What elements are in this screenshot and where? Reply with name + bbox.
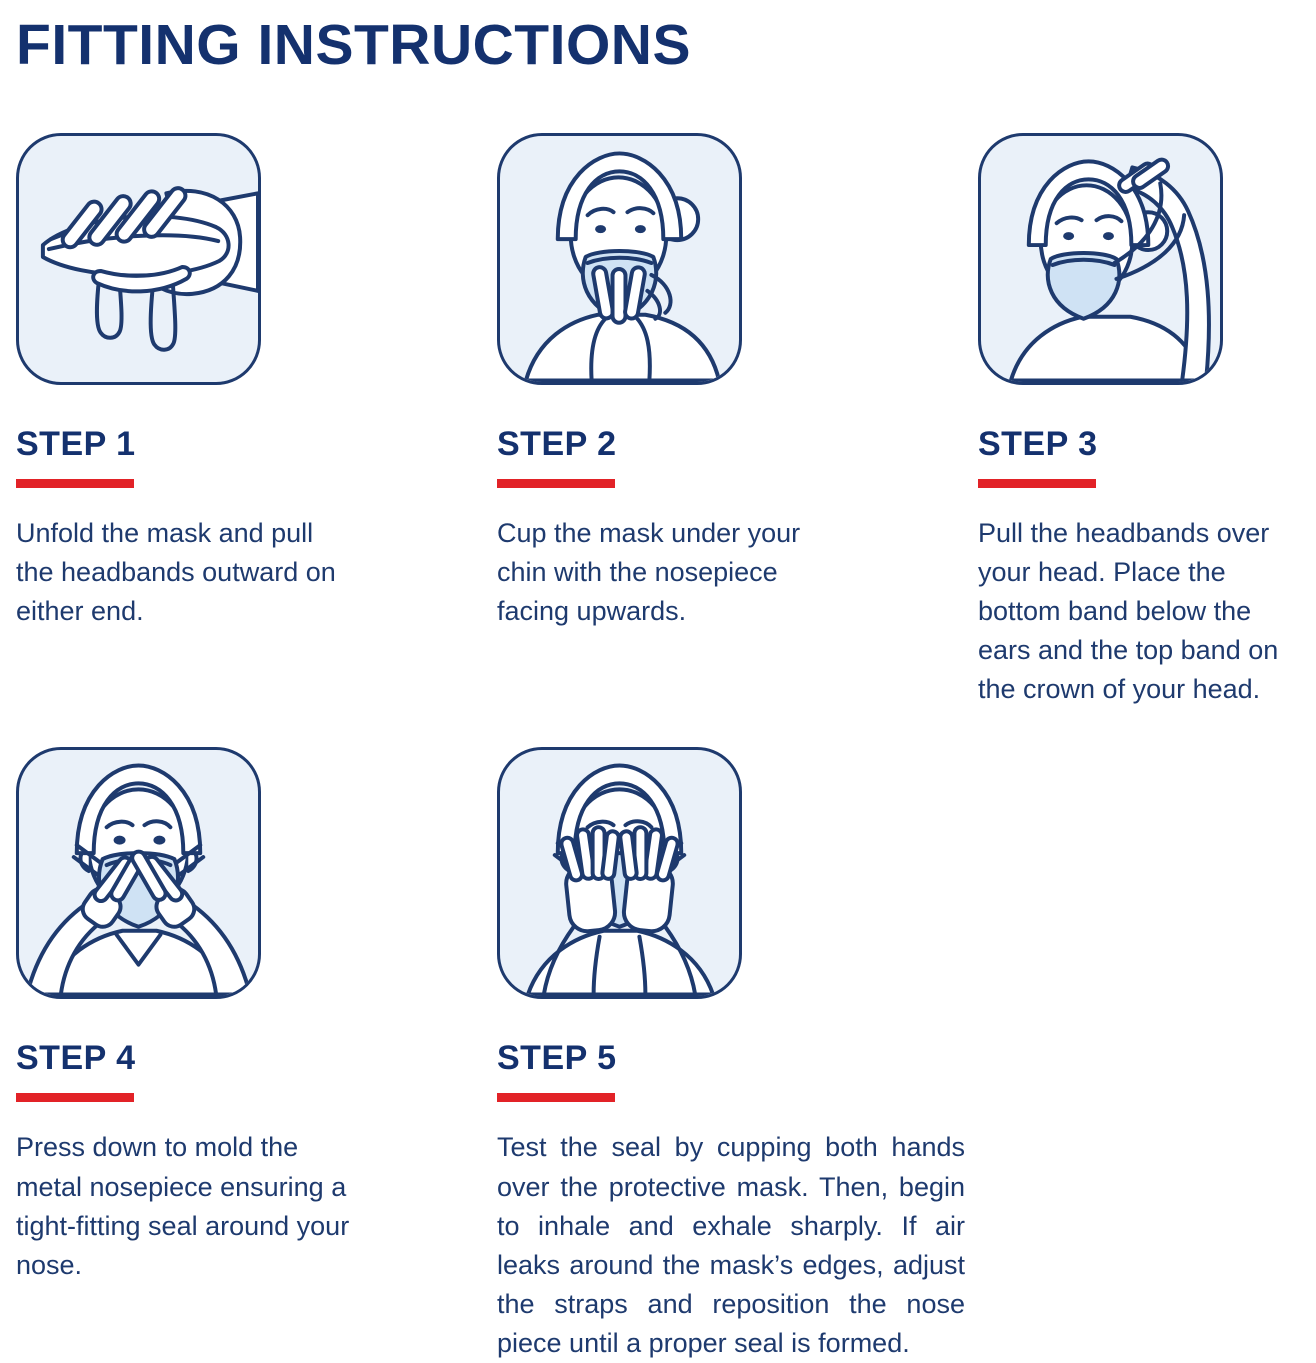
step-3-red-underline bbox=[978, 478, 1096, 488]
step-2-illustration-panel bbox=[497, 132, 742, 385]
step-1-description: Unfold the mask and pull the headbands o… bbox=[16, 517, 336, 626]
step-2-description: Cup the mask under your chin with the no… bbox=[497, 517, 801, 626]
step-4-illustration-panel bbox=[16, 747, 261, 1000]
step-1-red-underline bbox=[16, 478, 134, 488]
step-1-illustration-panel bbox=[16, 132, 261, 385]
step-2: STEP 2 Cup the mask under your chin with… bbox=[497, 132, 978, 631]
pull-headbands-over-head-icon bbox=[1008, 157, 1211, 382]
step-1-label: STEP 1 bbox=[16, 424, 136, 463]
hand-holding-unfolded-mask-icon bbox=[40, 185, 258, 352]
step-1: STEP 1 Unfold the mask and pull the head… bbox=[16, 132, 497, 631]
step-2-red-underline bbox=[497, 478, 615, 488]
step-5-red-underline bbox=[497, 1093, 615, 1103]
step-4: STEP 4 Press down to mold the metal nose… bbox=[16, 747, 497, 1285]
step-5: STEP 5 Test the seal by cupping both han… bbox=[497, 747, 978, 1363]
cup-mask-under-chin-icon bbox=[523, 151, 722, 382]
step-3-description: Pull the headbands over your head. Place… bbox=[978, 517, 1279, 705]
step-4-description: Press down to mold the metal nosepiece e… bbox=[16, 1132, 350, 1280]
step-4-label: STEP 4 bbox=[16, 1039, 136, 1078]
test-seal-cupping-hands-icon bbox=[525, 763, 716, 997]
step-3-label: STEP 3 bbox=[978, 424, 1098, 463]
steps-grid: STEP 1 Unfold the mask and pull the head… bbox=[16, 132, 1300, 1363]
step-3: STEP 3 Pull the headbands over your head… bbox=[978, 132, 1300, 710]
mold-metal-nosepiece-icon bbox=[24, 763, 253, 997]
page-title: FITTING INSTRUCTIONS bbox=[16, 13, 691, 77]
step-3-illustration-panel bbox=[978, 132, 1223, 385]
step-5-label: STEP 5 bbox=[497, 1039, 617, 1078]
step-4-red-underline bbox=[16, 1093, 134, 1103]
step-2-label: STEP 2 bbox=[497, 424, 617, 463]
step-5-illustration-panel bbox=[497, 747, 742, 1000]
step-5-description: Test the seal by cupping both hands over… bbox=[497, 1132, 965, 1359]
